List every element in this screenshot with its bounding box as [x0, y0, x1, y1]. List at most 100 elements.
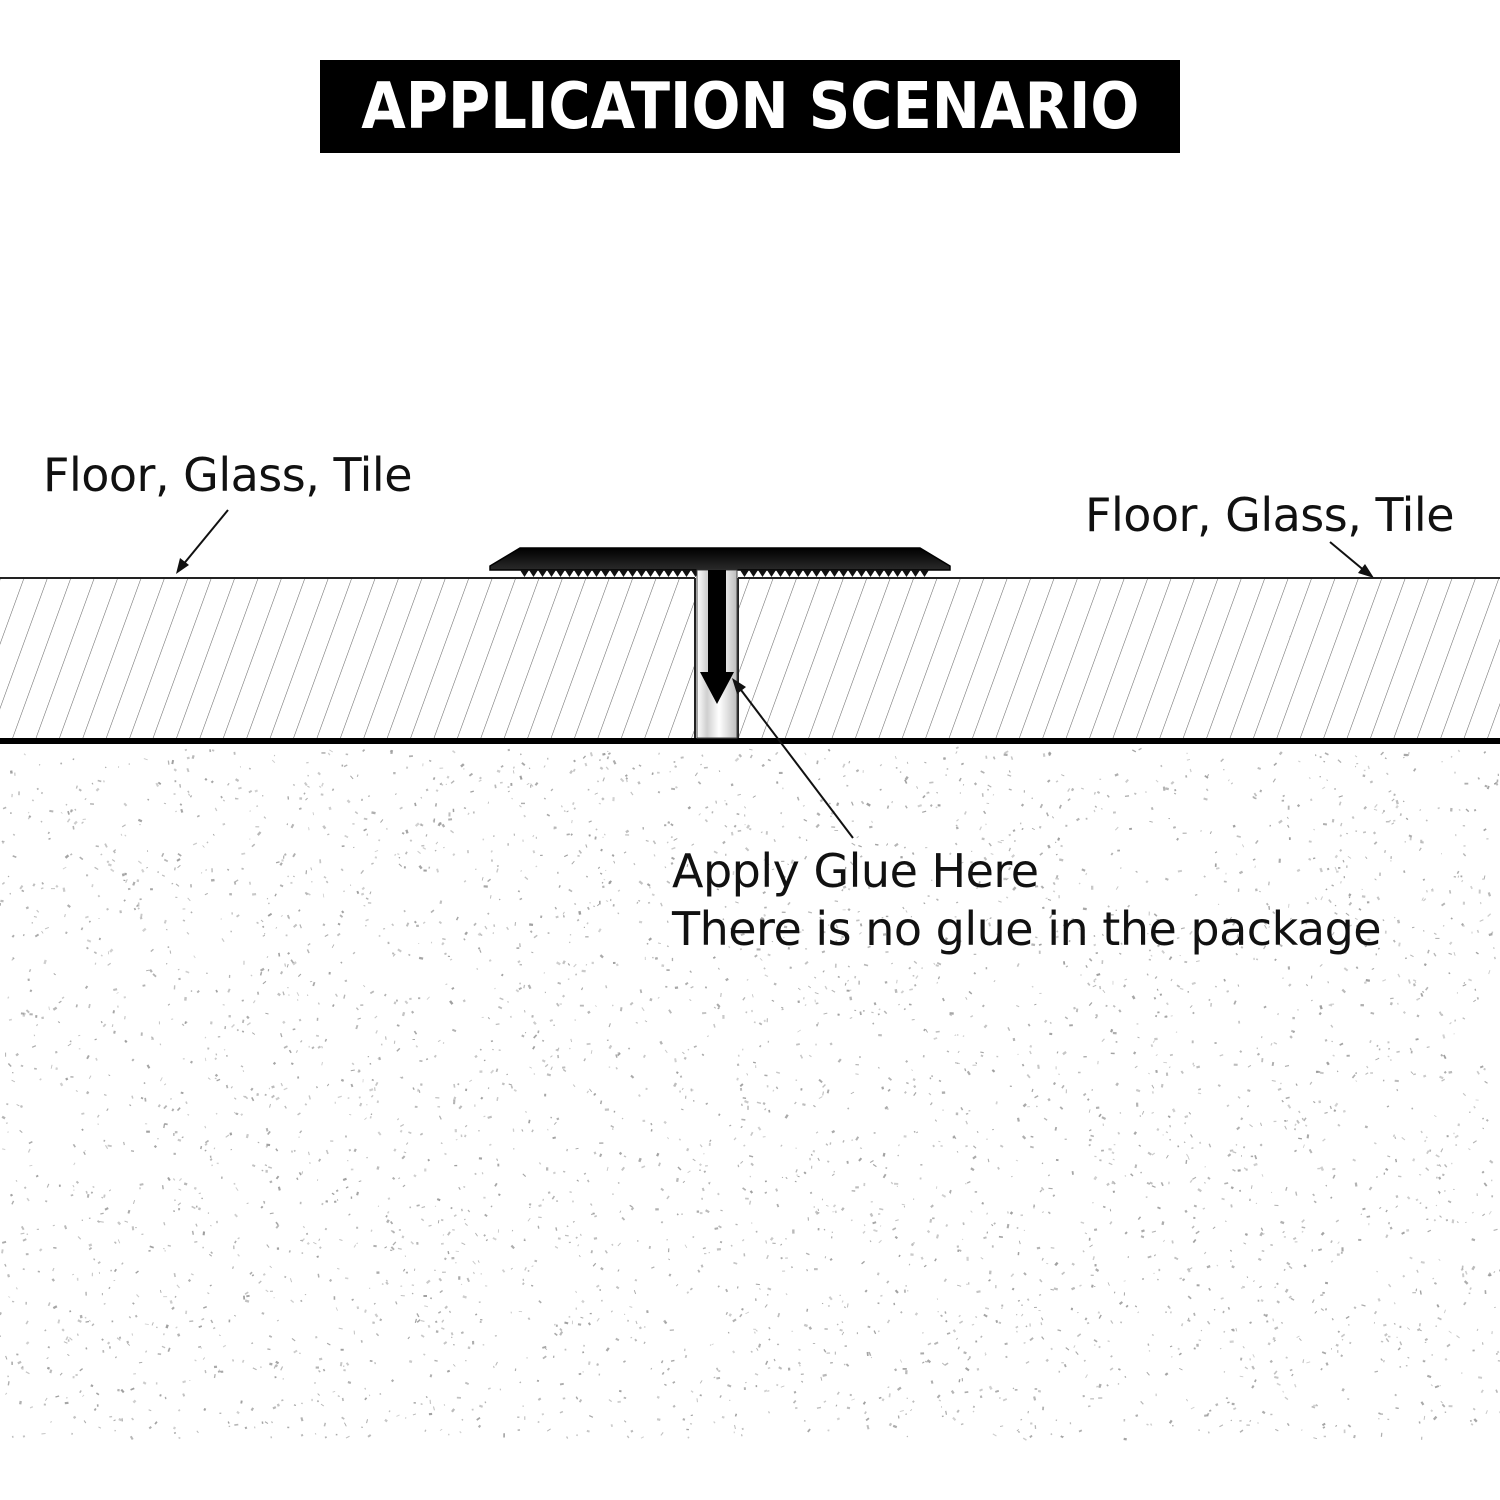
- speckle: [1486, 838, 1489, 840]
- speckle: [345, 753, 349, 756]
- left-tile-section: [0, 577, 695, 740]
- speckle: [396, 1414, 400, 1417]
- speckle: [425, 788, 429, 792]
- speckle: [955, 901, 959, 904]
- speckle: [1009, 1085, 1012, 1087]
- speckle: [782, 1270, 786, 1272]
- speckle: [400, 1123, 405, 1127]
- speckle: [1168, 1419, 1173, 1424]
- speckle: [733, 1431, 735, 1434]
- speckle: [1308, 857, 1312, 861]
- speckle: [534, 1259, 538, 1263]
- speckle: [1017, 1431, 1020, 1433]
- speckle: [787, 1367, 791, 1371]
- speckle: [966, 1181, 971, 1184]
- speckle: [210, 1021, 213, 1025]
- speckle: [297, 1076, 300, 1079]
- speckle: [195, 1205, 198, 1208]
- speckle: [859, 1056, 861, 1059]
- speckle: [1436, 1164, 1440, 1167]
- speckle: [1334, 911, 1338, 915]
- speckle: [1453, 1033, 1455, 1035]
- speckle: [340, 1078, 345, 1082]
- speckle: [1257, 1422, 1259, 1424]
- speckle: [418, 997, 421, 1000]
- speckle: [776, 1071, 781, 1074]
- speckle: [1232, 1151, 1237, 1154]
- speckle: [173, 985, 176, 990]
- speckle: [1070, 1307, 1074, 1311]
- speckle: [1039, 803, 1044, 809]
- speckle: [932, 1144, 936, 1148]
- speckle: [204, 1036, 207, 1039]
- speckle: [956, 1034, 959, 1036]
- speckle: [221, 1176, 223, 1179]
- speckle: [586, 906, 590, 911]
- speckle: [390, 1221, 394, 1225]
- speckle: [1489, 1159, 1494, 1164]
- speckle: [564, 1348, 567, 1351]
- speckle: [85, 1291, 87, 1296]
- speckle: [956, 1245, 959, 1248]
- speckle: [282, 855, 285, 859]
- speckle: [945, 774, 947, 776]
- speckle: [778, 771, 783, 774]
- speckle: [630, 1206, 635, 1211]
- speckle: [419, 1060, 423, 1063]
- speckle: [787, 901, 791, 906]
- speckle: [519, 963, 522, 966]
- speckle: [484, 1285, 488, 1287]
- speckle: [311, 1398, 313, 1402]
- speckle: [590, 1250, 594, 1254]
- speckle: [1088, 1237, 1091, 1241]
- speckle: [1040, 885, 1044, 889]
- speckle: [209, 749, 212, 753]
- speckle: [708, 1182, 710, 1184]
- speckle: [1341, 1247, 1344, 1252]
- speckle: [642, 827, 644, 830]
- speckle: [1440, 1400, 1443, 1404]
- speckle: [472, 1271, 475, 1275]
- speckle: [646, 1310, 649, 1314]
- speckle: [84, 797, 87, 801]
- speckle: [985, 967, 988, 970]
- speckle: [613, 860, 616, 864]
- speckle: [1098, 1345, 1101, 1349]
- speckle: [791, 1330, 794, 1332]
- speckle: [43, 1403, 46, 1406]
- speckle: [1224, 1182, 1229, 1185]
- speckle: [228, 974, 231, 978]
- speckle: [1179, 1368, 1183, 1371]
- speckle: [600, 1299, 603, 1302]
- speckle: [6, 1102, 9, 1106]
- speckle: [699, 1169, 701, 1171]
- speckle: [229, 893, 232, 896]
- speckle: [475, 1313, 478, 1316]
- speckle: [1095, 1017, 1098, 1019]
- speckle: [1456, 992, 1458, 994]
- speckle: [807, 1217, 809, 1221]
- speckle: [1088, 1143, 1091, 1147]
- speckle: [448, 818, 453, 821]
- speckle: [903, 1289, 906, 1293]
- speckle: [374, 1015, 378, 1019]
- speckle: [1319, 1071, 1324, 1075]
- speckle: [753, 1328, 757, 1330]
- speckle: [783, 925, 788, 929]
- speckle: [1337, 1350, 1339, 1353]
- speckle: [434, 1269, 436, 1271]
- speckle: [207, 1047, 210, 1050]
- speckle: [591, 961, 594, 965]
- speckle: [798, 1348, 801, 1351]
- speckle: [367, 1056, 370, 1058]
- speckle: [1111, 1180, 1115, 1185]
- speckle: [1399, 1341, 1403, 1346]
- speckle: [430, 941, 433, 944]
- speckle: [1101, 960, 1104, 964]
- speckle: [301, 1252, 304, 1254]
- speckle: [529, 1206, 531, 1208]
- speckle: [1294, 1149, 1297, 1153]
- speckle: [1340, 1251, 1343, 1254]
- speckle: [118, 766, 120, 768]
- speckle: [1362, 1207, 1366, 1211]
